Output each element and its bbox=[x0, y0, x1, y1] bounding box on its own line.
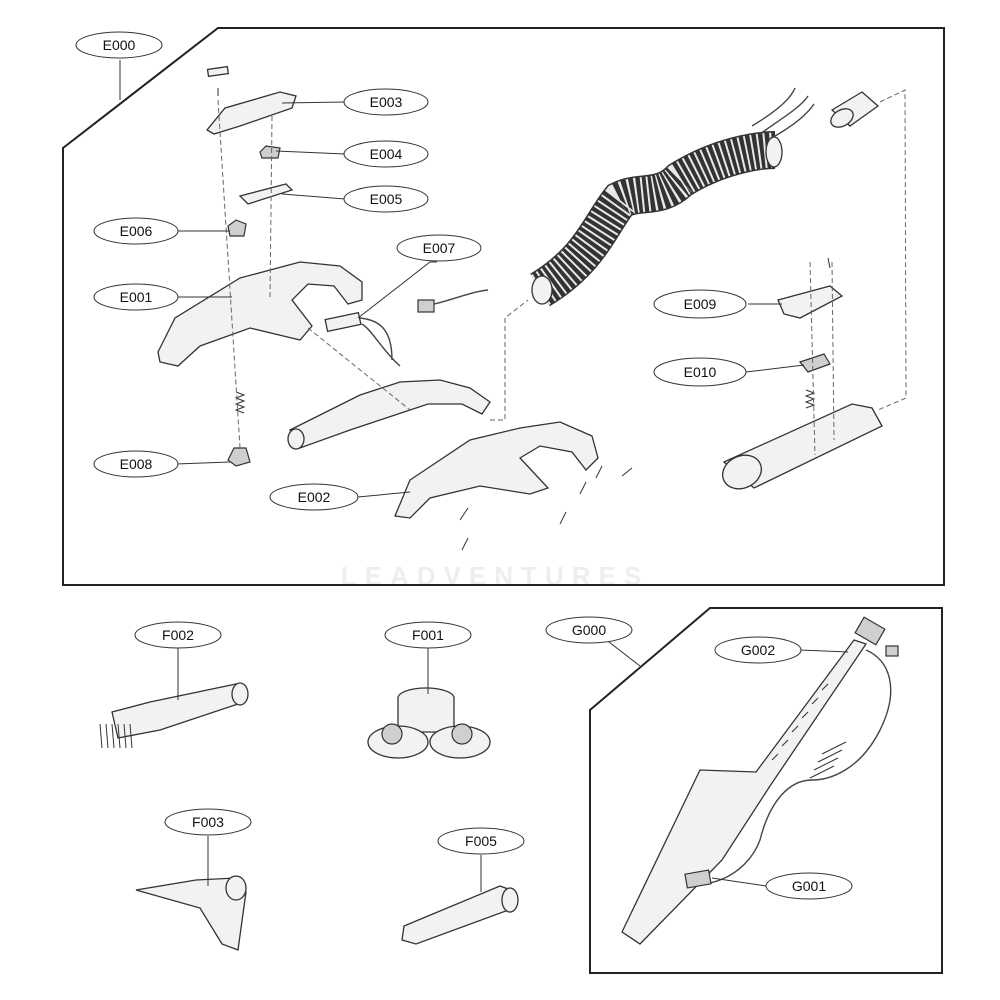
handle-inner-tube bbox=[289, 379, 491, 449]
assembly-dashed-lines bbox=[217, 89, 907, 456]
callout-E005: E005 bbox=[343, 185, 429, 213]
callout-F002: F002 bbox=[134, 621, 222, 649]
hose-cuff bbox=[830, 91, 880, 128]
callout-E004: E004 bbox=[343, 140, 429, 168]
leader-lines bbox=[119, 60, 849, 892]
svg-text:E000: E000 bbox=[103, 37, 136, 53]
svg-text:G002: G002 bbox=[741, 642, 775, 658]
tool-holder bbox=[367, 687, 491, 759]
flexible-hose bbox=[529, 131, 783, 307]
callout-F005: F005 bbox=[437, 827, 525, 855]
handle-button-cover bbox=[206, 65, 297, 135]
svg-text:E005: E005 bbox=[370, 191, 403, 207]
wand-assembly-frame bbox=[589, 607, 943, 974]
svg-text:E006: E006 bbox=[120, 223, 153, 239]
hose-assembly-frame bbox=[62, 27, 945, 586]
upholstery-tool bbox=[135, 875, 247, 951]
callout-E001: E001 bbox=[93, 283, 179, 311]
handle-upper-shell bbox=[157, 261, 363, 367]
svg-text:F002: F002 bbox=[162, 627, 194, 643]
callout-E008: E008 bbox=[93, 450, 179, 478]
switch-connector bbox=[324, 289, 489, 367]
svg-text:E003: E003 bbox=[370, 94, 403, 110]
handle-lower-shell bbox=[394, 421, 599, 519]
callout-F001: F001 bbox=[384, 621, 472, 649]
callout-G000: G000 bbox=[545, 616, 633, 644]
svg-text:E007: E007 bbox=[423, 240, 456, 256]
svg-text:F003: F003 bbox=[192, 814, 224, 830]
svg-text:F001: F001 bbox=[412, 627, 444, 643]
svg-text:E002: E002 bbox=[298, 489, 331, 505]
hose-pipe-end bbox=[722, 403, 883, 490]
callout-E010: E010 bbox=[653, 357, 747, 387]
callout-E000: E000 bbox=[75, 31, 163, 59]
callout-E009: E009 bbox=[653, 289, 747, 319]
callout-E002: E002 bbox=[269, 483, 359, 511]
screws bbox=[459, 257, 831, 551]
spring-bracket bbox=[227, 391, 251, 467]
pipe-connector-cover bbox=[777, 285, 844, 319]
callout-E007: E007 bbox=[396, 234, 482, 262]
telescopic-wand bbox=[621, 616, 899, 945]
svg-text:E001: E001 bbox=[120, 289, 153, 305]
svg-text:G000: G000 bbox=[572, 622, 606, 638]
svg-text:E004: E004 bbox=[370, 146, 403, 162]
callout-G001: G001 bbox=[765, 872, 853, 900]
callout-F003: F003 bbox=[164, 808, 252, 836]
crevice-tool bbox=[401, 885, 519, 945]
slide-button-part bbox=[227, 145, 294, 237]
callout-E006: E006 bbox=[93, 217, 179, 245]
svg-text:E008: E008 bbox=[120, 456, 153, 472]
svg-text:F005: F005 bbox=[465, 833, 497, 849]
pipe-connector-clip bbox=[798, 353, 831, 409]
svg-text:E009: E009 bbox=[684, 296, 717, 312]
dusting-brush bbox=[99, 682, 249, 749]
callout-E003: E003 bbox=[343, 88, 429, 116]
watermark: LEADVENTURES bbox=[341, 561, 649, 591]
callout-G002: G002 bbox=[714, 636, 802, 664]
svg-text:E010: E010 bbox=[684, 364, 717, 380]
svg-text:G001: G001 bbox=[792, 878, 826, 894]
